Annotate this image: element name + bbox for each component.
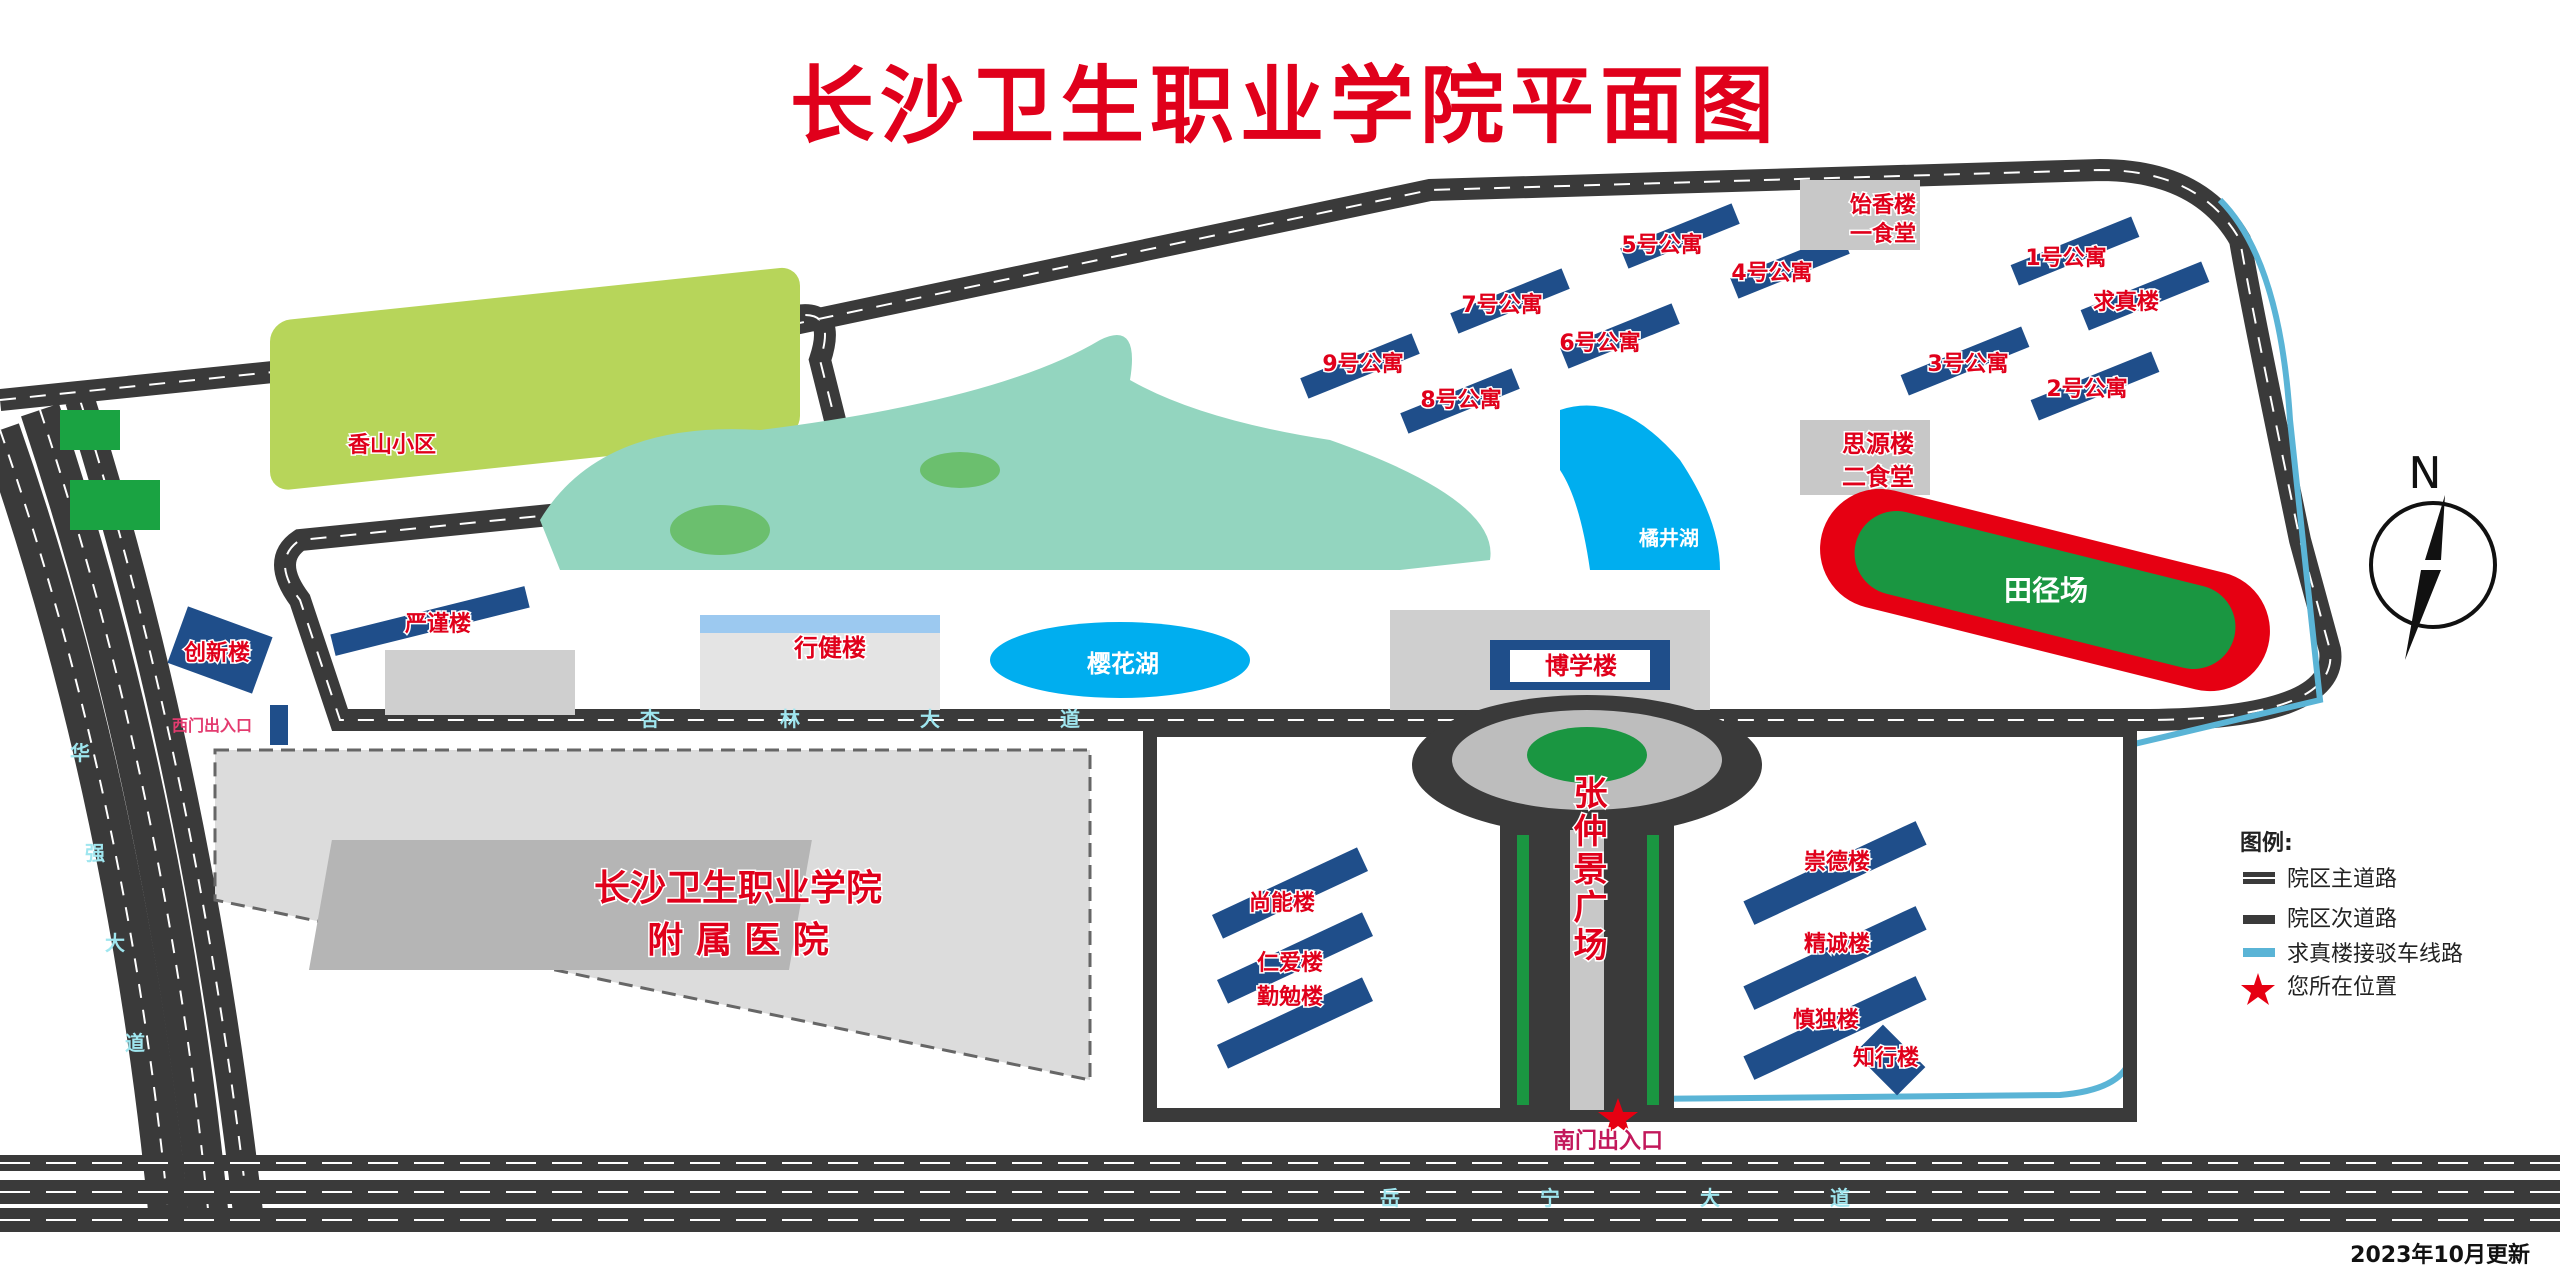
xinglin-road-char: 道 (1060, 707, 1080, 731)
label-apt9: 9号公寓 (1322, 351, 1403, 377)
label-apt5: 5号公寓 (1621, 232, 1702, 258)
label-hospital-line2: 附 属 医 院 (647, 920, 829, 961)
xinglin-road-char: 大 (920, 707, 940, 731)
track-field (1820, 488, 2270, 692)
label-xingjian: 行健楼 (793, 634, 866, 662)
xiangshan-community (270, 267, 800, 490)
label-plaza: 张仲景广场 (1567, 775, 1607, 965)
label-hospital-line1: 长沙卫生职业学院 (594, 867, 882, 909)
jujing-lake (1560, 405, 1720, 570)
you-are-here-star (1598, 1098, 1638, 1135)
label-shangneng: 尚能楼 (1249, 890, 1315, 916)
shuttle-route (1539, 197, 2324, 1103)
left-road-char: 强 (85, 841, 105, 865)
label-chongde: 崇德楼 (1804, 849, 1870, 875)
legend-star-icon (2241, 973, 2275, 1005)
label-south-gate: 南门出入口 (1553, 1128, 1663, 1154)
park-green (540, 335, 1491, 570)
xinglin-road-char: 杏 (639, 707, 660, 731)
legend-shuttle-line-icon (2243, 948, 2275, 957)
label-apt2: 2号公寓 (2046, 376, 2127, 402)
xinglin-road-char: 林 (780, 707, 800, 731)
label-qiuzhen: 求真楼 (2093, 289, 2159, 315)
label-yinghua-lake: 樱花湖 (1087, 650, 1159, 678)
legend-item-shuttle-line: 求真楼接驳车线路 (2287, 942, 2463, 967)
left-road-char: 道 (125, 1031, 145, 1055)
label-canteen2: 二食堂 (1842, 463, 1914, 491)
label-yanjin: 严谨楼 (405, 612, 471, 637)
label-siyuan: 思源楼 (1842, 430, 1914, 458)
label-boxue: 博学楼 (1545, 652, 1617, 680)
yuening-road-char: 大 (1700, 1186, 1720, 1210)
yuening-road-char: 岳 (1380, 1186, 1400, 1210)
label-track-field: 田径场 (2004, 574, 2088, 607)
label-qinmian: 勤勉楼 (1257, 984, 1323, 1010)
legend-item-secondary-road: 院区次道路 (2287, 907, 2397, 932)
label-west-gate: 西门出入口 (172, 716, 252, 735)
teaching-buildings (1212, 821, 1927, 1096)
label-apt4: 4号公寓 (1731, 260, 1812, 286)
yuening-road-char: 宁 (1540, 1186, 1560, 1210)
label-jingcheng: 精诚楼 (1804, 931, 1870, 957)
label-canteen1: 一食堂 (1850, 221, 1916, 247)
label-yixiang: 饴香楼 (1849, 192, 1916, 218)
label-renai: 仁爱楼 (1257, 950, 1323, 976)
legend-secondary-road-icon (2243, 915, 2275, 924)
label-shendu: 慎独楼 (1793, 1008, 1859, 1033)
legend-main-road-icon (2243, 872, 2275, 884)
legend-item-location: 您所在位置 (2287, 975, 2397, 1000)
legend: 图例: 院区主道路 院区次道路 求真楼接驳车线路 您所在位置 (2240, 831, 2463, 1005)
label-apt3: 3号公寓 (1927, 351, 2008, 377)
label-jujing-lake: 橘井湖 (1639, 526, 1699, 550)
yuening-avenue (0, 1155, 2560, 1232)
left-road-char: 大 (105, 931, 125, 955)
yinghua-lake (990, 622, 1250, 698)
label-xiangshan: 香山小区 (348, 433, 436, 458)
label-zhixing: 知行楼 (1853, 1045, 1919, 1071)
label-apt8: 8号公寓 (1420, 387, 1501, 413)
label-apt6: 6号公寓 (1559, 330, 1640, 356)
map-title: 长沙卫生职业学院平面图 (790, 57, 1780, 155)
label-chuangxin: 创新楼 (183, 640, 250, 666)
yuening-road-char: 道 (1830, 1186, 1850, 1210)
north-label: N (2409, 448, 2442, 499)
left-road-char: 华 (70, 741, 90, 765)
north-arrow-icon: N (2369, 448, 2497, 660)
label-apt7: 7号公寓 (1461, 292, 1542, 318)
label-apt1: 1号公寓 (2025, 245, 2106, 271)
legend-title: 图例: (2240, 831, 2293, 856)
update-date: 2023年10月更新 (2350, 1242, 2530, 1268)
legend-item-main-road: 院区主道路 (2287, 867, 2397, 892)
